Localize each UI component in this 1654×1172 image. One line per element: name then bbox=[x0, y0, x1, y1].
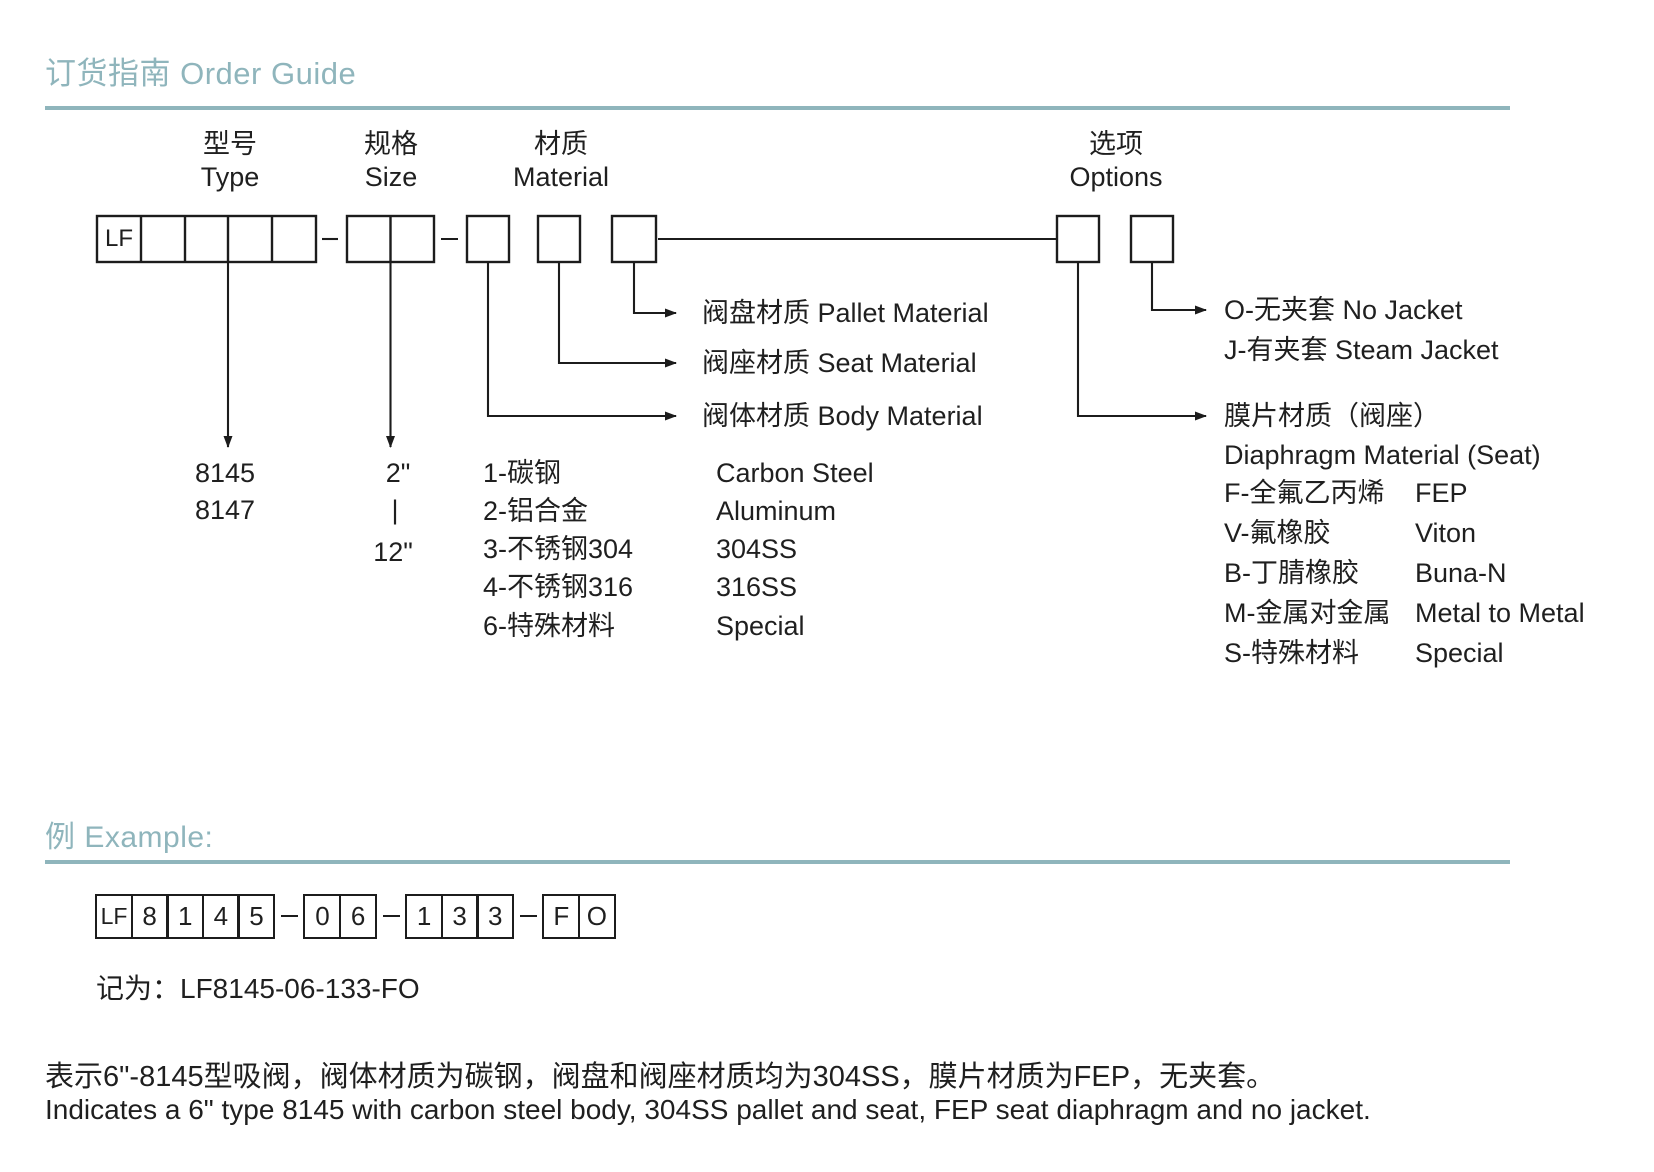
material-option-code: 4-不锈钢316 bbox=[483, 572, 634, 602]
code-separator-dash bbox=[275, 915, 303, 917]
diaphragm-option-code: S-特殊材料 bbox=[1224, 638, 1359, 668]
body-material-label: 阀体材质 Body Material bbox=[702, 401, 983, 431]
header-size: 规格 Size bbox=[364, 128, 418, 194]
diaphragm-option: V-氟橡胶 Viton bbox=[1224, 518, 1476, 549]
example-divider bbox=[45, 860, 1510, 864]
diaphragm-option: B-丁腈橡胶 Buna-N bbox=[1224, 558, 1507, 589]
pallet-material-label: 阀盘材质 Pallet Material bbox=[702, 298, 989, 328]
jacket-arrow bbox=[1150, 262, 1207, 315]
body-material-code-box bbox=[465, 214, 511, 264]
diaphragm-option-code: M-金属对金属 bbox=[1224, 598, 1391, 628]
example-code-cell: 3 bbox=[440, 893, 479, 939]
diaphragm-option-en: Special bbox=[1415, 638, 1504, 668]
material-option-code: 1-碳钢 bbox=[483, 458, 562, 488]
diaphragm-option-code: V-氟橡胶 bbox=[1224, 518, 1331, 548]
diaphragm-option: M-金属对金属 Metal to Metal bbox=[1224, 598, 1585, 629]
example-explanation-en: Indicates a 6" type 8145 with carbon ste… bbox=[45, 1094, 1371, 1125]
jacket-option-no: O-无夹套 No Jacket bbox=[1224, 295, 1463, 325]
diaphragm-option-code: F-全氟乙丙烯 bbox=[1224, 478, 1385, 508]
type-option-8147: 8147 bbox=[195, 495, 256, 525]
type-option-8145: 8145 bbox=[195, 458, 256, 488]
example-code-cell: 4 bbox=[201, 893, 240, 939]
example-material-group: 1 3 3 bbox=[405, 893, 515, 939]
diaphragm-option-en: Buna-N bbox=[1415, 558, 1507, 588]
header-type-en: Type bbox=[200, 162, 260, 192]
header-material-en: Material bbox=[512, 162, 610, 192]
seat-material-code-box bbox=[536, 214, 582, 264]
example-explanation-zh: 表示6"-8145型吸阀，阀体材质为碳钢，阀盘和阀座材质均为304SS，膜片材质… bbox=[45, 1061, 1276, 1093]
example-code-cell: 8 bbox=[130, 893, 169, 939]
example-title: 例 Example: bbox=[45, 821, 214, 854]
material-option-en: 316SS bbox=[716, 572, 798, 602]
header-material-zh: 材质 bbox=[534, 129, 588, 159]
example-code-cell: 1 bbox=[166, 893, 205, 939]
header-options: 选项 Options bbox=[1069, 128, 1162, 194]
diaphragm-code-box bbox=[1055, 214, 1101, 264]
header-material: 材质 Material bbox=[513, 128, 609, 194]
size-option-max: 12" bbox=[373, 537, 413, 567]
size-code-boxes bbox=[345, 214, 436, 264]
material-option-en: Carbon Steel bbox=[716, 458, 874, 488]
size-option-min: 2" bbox=[385, 458, 411, 488]
diaphragm-option-en: Metal to Metal bbox=[1415, 598, 1585, 628]
diaphragm-option-en: FEP bbox=[1415, 478, 1468, 508]
example-code-cell: 6 bbox=[339, 893, 378, 939]
header-options-zh: 选项 bbox=[1089, 129, 1143, 159]
example-note: 记为：LF8145-06-133-FO bbox=[96, 973, 420, 1004]
material-option-code: 2-铝合金 bbox=[483, 496, 589, 526]
code-prefix: LF bbox=[104, 225, 133, 252]
material-option-code: 3-不锈钢304 bbox=[483, 534, 634, 564]
header-type: 型号 Type bbox=[201, 128, 260, 194]
header-size-en: Size bbox=[364, 162, 418, 192]
body-material-arrow bbox=[486, 262, 677, 421]
example-size-group: 0 6 bbox=[303, 893, 378, 939]
material-option-en: Special bbox=[716, 611, 805, 641]
header-size-zh: 规格 bbox=[364, 129, 418, 159]
material-option-code: 6-特殊材料 bbox=[483, 611, 616, 641]
title-divider bbox=[45, 106, 1510, 110]
jacket-code-box bbox=[1129, 214, 1175, 264]
example-code-row: LF 8 1 4 5 0 6 1 3 3 F O bbox=[95, 893, 616, 939]
code-separator-dash bbox=[377, 915, 405, 917]
header-options-en: Options bbox=[1069, 162, 1163, 192]
example-code-cell: 3 bbox=[476, 893, 515, 939]
diaphragm-option-code: B-丁腈橡胶 bbox=[1224, 558, 1359, 588]
jacket-option-steam: J-有夹套 Steam Jacket bbox=[1224, 335, 1499, 365]
diaphragm-option: F-全氟乙丙烯 FEP bbox=[1224, 478, 1468, 509]
header-type-zh: 型号 bbox=[202, 129, 257, 159]
seat-material-label: 阀座材质 Seat Material bbox=[702, 348, 977, 378]
code-separator-dash bbox=[514, 915, 542, 917]
example-type-group: LF 8 1 4 5 bbox=[95, 893, 276, 939]
page-title: 订货指南 Order Guide bbox=[45, 56, 357, 91]
example-code-cell: LF bbox=[95, 893, 133, 939]
diaphragm-title-zh: 膜片材质（阀座） bbox=[1224, 401, 1440, 431]
example-code-cell: 1 bbox=[405, 893, 444, 939]
diaphragm-option: S-特殊材料 Special bbox=[1224, 638, 1504, 669]
size-range-bar: | bbox=[391, 495, 399, 525]
example-options-group: F O bbox=[542, 893, 616, 939]
example-code-cell: O bbox=[577, 893, 616, 939]
diaphragm-arrow bbox=[1076, 262, 1207, 421]
material-option-en: 304SS bbox=[716, 534, 798, 564]
pallet-material-arrow bbox=[632, 262, 677, 318]
diaphragm-title-en: Diaphragm Material (Seat) bbox=[1224, 440, 1541, 470]
example-code-cell: F bbox=[542, 893, 581, 939]
diaphragm-option-en: Viton bbox=[1415, 518, 1477, 548]
pallet-material-code-box bbox=[610, 214, 658, 264]
example-code-cell: 0 bbox=[303, 893, 342, 939]
seat-material-arrow bbox=[557, 262, 677, 368]
example-code-cell: 5 bbox=[237, 893, 276, 939]
material-option-en: Aluminum bbox=[716, 496, 837, 526]
